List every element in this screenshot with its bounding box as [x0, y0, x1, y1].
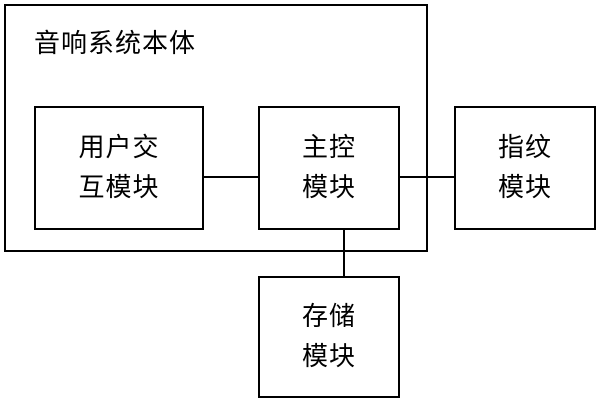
node-label-line: 指纹 — [497, 133, 552, 163]
edge-main-to-storage — [343, 226, 345, 278]
node-storage-module: 存储 模块 — [258, 276, 400, 398]
node-label-line: 主控 — [301, 133, 356, 163]
sound-system-body-container: 音响系统本体 — [4, 4, 428, 252]
node-label-line: 模块 — [301, 173, 356, 203]
node-label-line: 用户交 — [78, 133, 160, 163]
node-fingerprint-module: 指纹 模块 — [454, 106, 596, 230]
edge-main-to-fingerprint — [398, 176, 456, 178]
node-label-line: 模块 — [497, 173, 552, 203]
node-label: 主控 模块 — [302, 128, 356, 208]
node-label: 存储 模块 — [302, 297, 356, 377]
node-label: 指纹 模块 — [498, 128, 552, 208]
node-label: 用户交 互模块 — [78, 128, 159, 208]
node-label-line: 存储 — [301, 302, 356, 332]
node-main-control-module: 主控 模块 — [258, 106, 400, 230]
container-title: 音响系统本体 — [34, 29, 197, 59]
node-user-interaction-module: 用户交 互模块 — [34, 106, 204, 230]
node-label-line: 模块 — [301, 342, 356, 372]
node-label-line: 互模块 — [78, 173, 160, 203]
edge-user-to-main — [202, 176, 260, 178]
